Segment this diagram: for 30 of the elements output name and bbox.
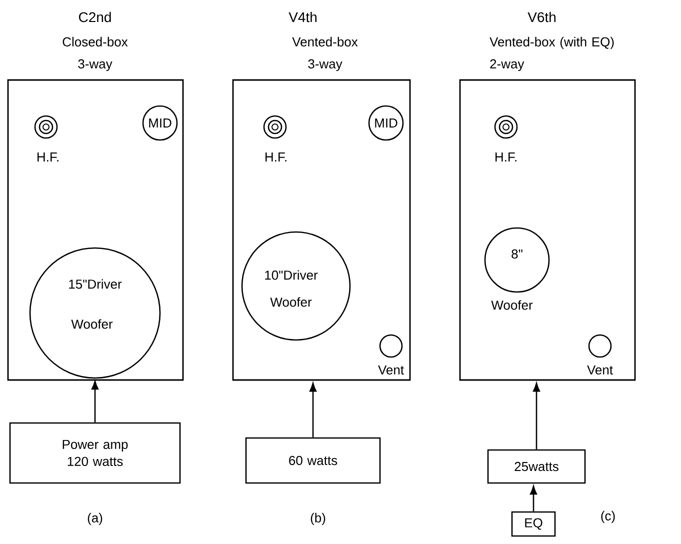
cabinet-code: C2nd	[78, 12, 111, 22]
midrange-driver: MID	[368, 105, 404, 141]
amplifier-box: Power amp 120 watts	[9, 422, 181, 484]
driver-label: 15"Driver	[69, 279, 122, 289]
panel-label: (b)	[310, 512, 326, 526]
arrow	[530, 486, 538, 512]
amplifier-box: 60 watts	[245, 437, 381, 484]
driver-label: H.F.	[38, 152, 58, 162]
cabinet-heading: Vented-box 3-way	[292, 36, 358, 72]
driver-label: H.F.	[496, 152, 516, 162]
driver-label: 10"Driver	[265, 270, 318, 280]
cabinet-code: V4th	[288, 12, 316, 22]
arrow	[532, 382, 540, 450]
driver-label: 8"	[512, 249, 522, 259]
panel-label: (c)	[601, 510, 615, 524]
driver-label: Woofer	[491, 300, 533, 310]
driver-label: Woofer	[71, 319, 113, 329]
driver-label: Woofer	[270, 297, 312, 307]
cabinet-heading: Vented-box (with EQ) 2-way	[490, 36, 614, 72]
panel-label: (a)	[88, 512, 102, 526]
equalizer-box: EQ	[511, 511, 556, 537]
amplifier-box: 25watts	[487, 449, 586, 484]
port-label: Vent	[587, 365, 613, 375]
cabinet-code: V6th	[528, 12, 556, 22]
port-label: Vent	[378, 365, 404, 375]
driver-label: H.F.	[266, 152, 286, 162]
arrow	[309, 382, 317, 438]
midrange-driver: MID	[142, 105, 178, 141]
arrow	[91, 380, 99, 422]
cabinet-heading: Closed-box 3-way	[62, 36, 128, 72]
